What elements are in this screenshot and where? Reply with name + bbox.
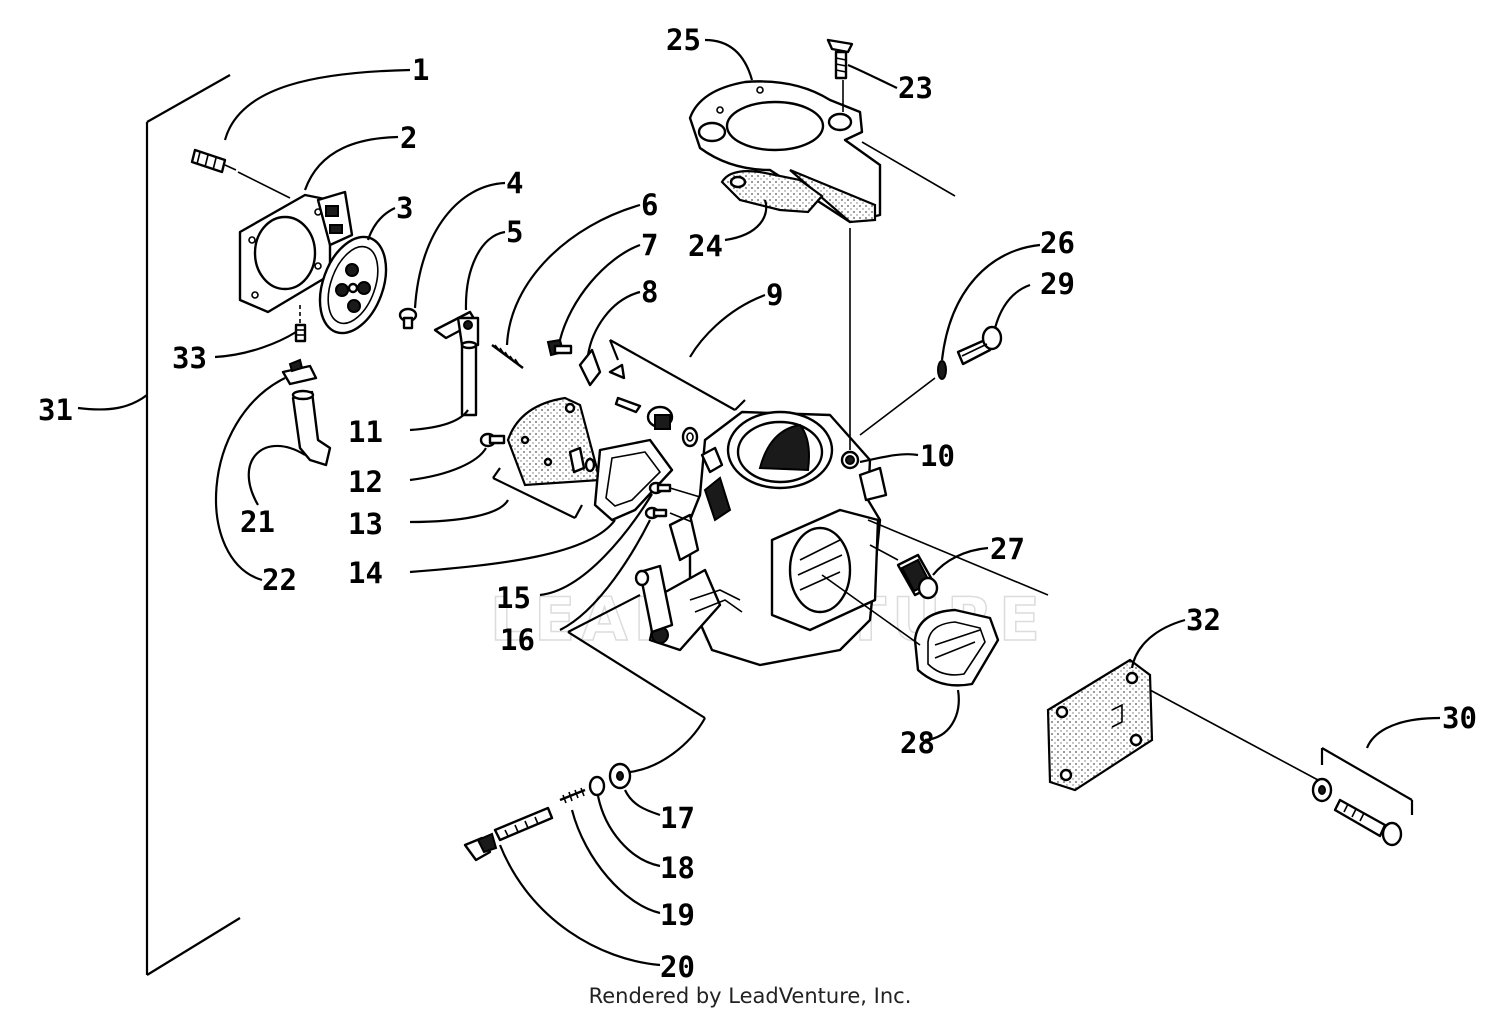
callout-4: 4 — [506, 166, 523, 200]
part-27-filter — [896, 553, 939, 600]
part-2-cover-plate — [238, 190, 354, 314]
part-26-o-ring — [937, 360, 947, 380]
callout-20: 20 — [660, 950, 695, 984]
callout-11: 11 — [348, 415, 383, 449]
part-1-screw — [190, 148, 237, 174]
callout-31: 31 — [38, 393, 73, 427]
part-33-pin — [294, 323, 307, 343]
part-9-needle-seat — [608, 363, 699, 448]
part-30-screw-washer — [1311, 777, 1403, 847]
part-5-lever — [433, 310, 480, 347]
callout-30: 30 — [1442, 701, 1477, 735]
leader-lines — [77, 38, 1441, 967]
callout-25: 25 — [666, 23, 701, 57]
part-3-diaphragm — [318, 235, 388, 335]
callout-3: 3 — [396, 191, 413, 225]
part-16-screw — [644, 506, 668, 520]
callout-27: 27 — [990, 532, 1025, 566]
callout-5: 5 — [506, 215, 523, 249]
callout-7: 7 — [641, 228, 658, 262]
callout-2: 2 — [400, 121, 417, 155]
part-19-spring — [559, 787, 586, 804]
part-8-clip — [578, 348, 602, 387]
callout-10: 10 — [920, 439, 955, 473]
part-13-chamber-cover — [506, 396, 604, 487]
callout-14: 14 — [348, 556, 383, 590]
callout-8: 8 — [641, 275, 658, 309]
part-29-adjust-screw — [956, 325, 1003, 366]
callout-26: 26 — [1040, 226, 1075, 260]
part-24-gasket — [720, 170, 824, 214]
callout-1: 1 — [412, 53, 429, 87]
callout-labels: 1 2 3 4 5 6 7 8 9 10 11 12 13 14 15 16 1… — [38, 23, 1477, 984]
part-21-elbow-fitting — [291, 389, 332, 467]
callout-33: 33 — [172, 341, 207, 375]
part-15-screw — [648, 481, 672, 495]
part-17-washer — [608, 762, 632, 790]
group-bracket-31 — [145, 74, 241, 976]
callout-28: 28 — [900, 726, 935, 760]
part-28-gasket — [913, 608, 1000, 687]
footer-credit: Rendered by LeadVenture, Inc. — [588, 984, 912, 1008]
callout-6: 6 — [641, 188, 658, 222]
part-6-spring — [491, 344, 524, 369]
callout-18: 18 — [660, 851, 695, 885]
callout-16: 16 — [500, 623, 535, 657]
part-4-screw — [398, 307, 418, 330]
callout-13: 13 — [348, 507, 383, 541]
callout-12: 12 — [348, 465, 383, 499]
part-7-screw — [546, 338, 573, 357]
callout-21: 21 — [240, 505, 275, 539]
part-18-washer — [588, 775, 606, 797]
part-10-carburetor-body — [634, 410, 888, 667]
alignment-lines — [237, 80, 1319, 781]
callout-29: 29 — [1040, 267, 1075, 301]
callout-22: 22 — [262, 563, 297, 597]
callout-17: 17 — [660, 801, 695, 835]
callout-32: 32 — [1186, 603, 1221, 637]
callout-9: 9 — [766, 278, 783, 312]
part-11-pin — [460, 340, 478, 417]
part-32-cover-plate — [1046, 658, 1154, 792]
callout-23: 23 — [898, 71, 933, 105]
part-12-screw — [479, 432, 506, 448]
part-20-idle-screw — [463, 806, 554, 862]
part-14-gasket — [593, 438, 674, 522]
callout-19: 19 — [660, 898, 695, 932]
callout-24: 24 — [688, 229, 723, 263]
part-22-clip — [281, 358, 318, 386]
part-25-flange — [688, 80, 882, 224]
callout-15: 15 — [496, 581, 531, 615]
part-23-screw — [826, 38, 854, 80]
